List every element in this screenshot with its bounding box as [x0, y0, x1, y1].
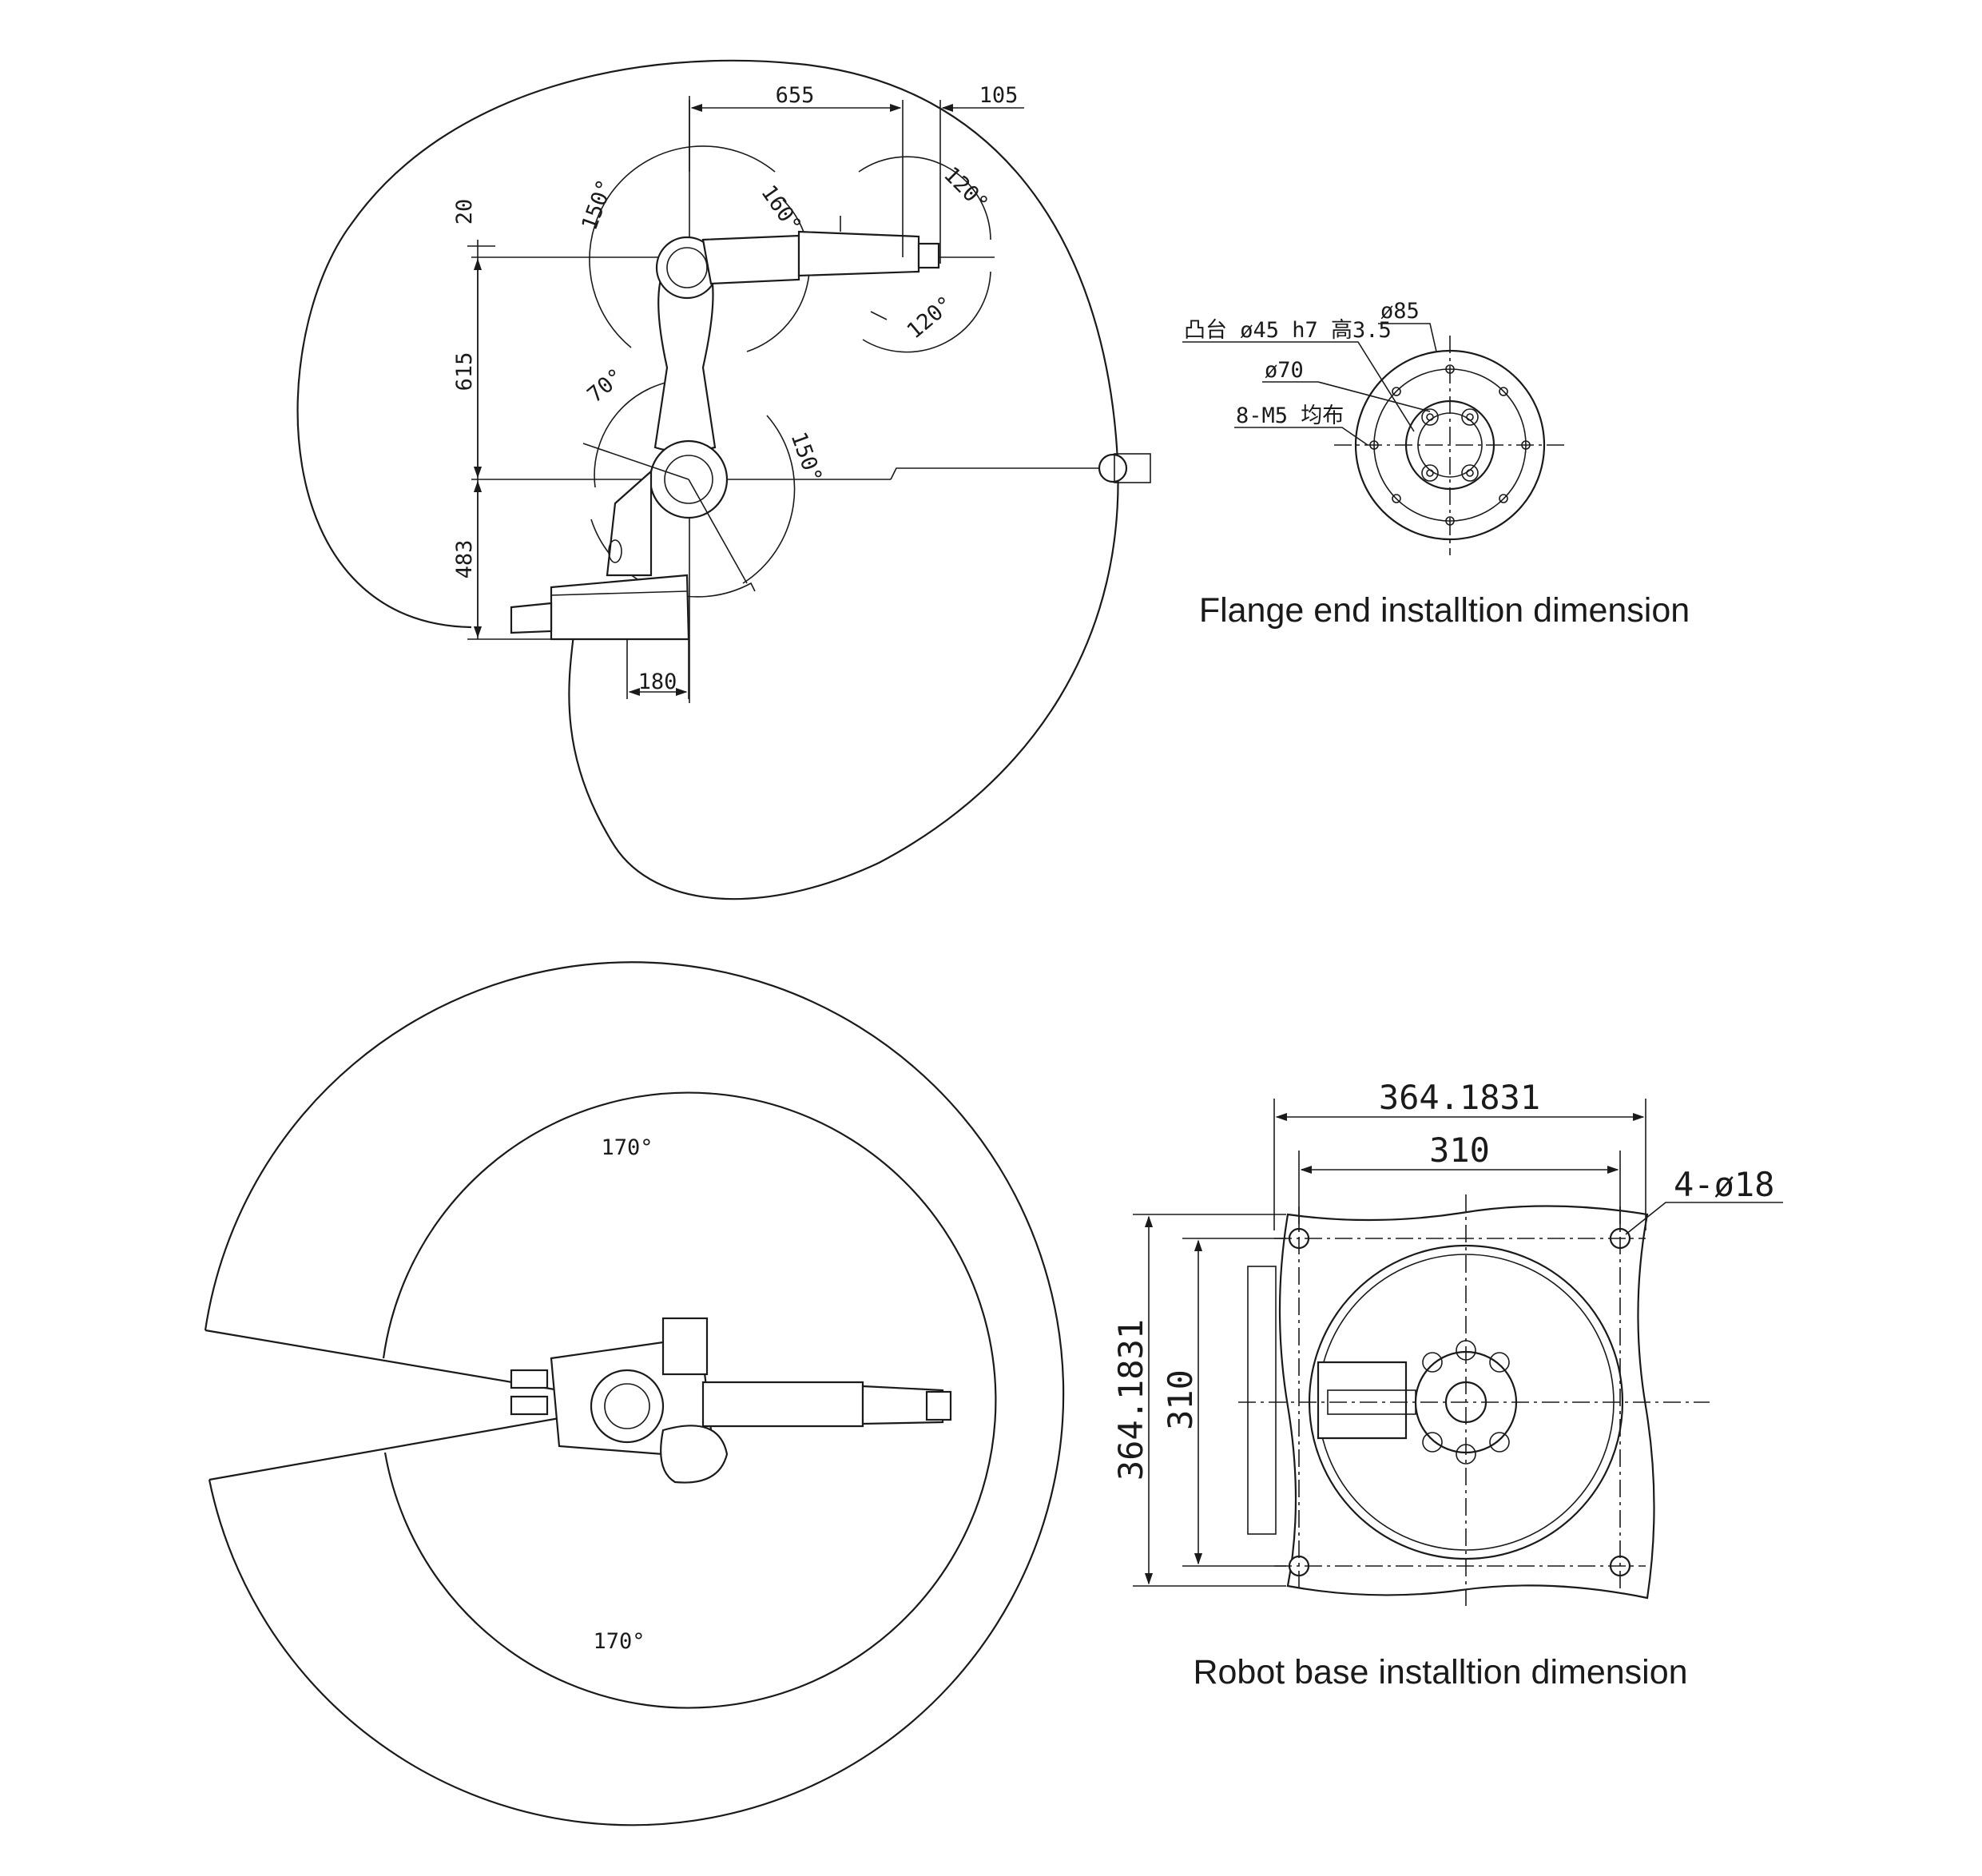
top-motor-block — [661, 1317, 709, 1376]
flange-inner-hole — [1421, 408, 1439, 426]
base-ring-hole — [1422, 1432, 1443, 1453]
top-joint-inner — [604, 1383, 650, 1429]
base-ring-hole — [1489, 1432, 1510, 1453]
flange-d70-label: ø70 — [1265, 358, 1304, 383]
flange-inner-hole — [1426, 469, 1434, 477]
flange-inner-hole — [1461, 464, 1479, 482]
flange-hole — [1499, 494, 1508, 503]
forearm — [701, 234, 800, 285]
dim-364-v-label: 364.1831 — [1111, 1319, 1150, 1481]
dim-310-h-label: 310 — [1429, 1131, 1490, 1170]
dim-180-label: 180 — [638, 670, 677, 694]
base-ring-hole — [1422, 1352, 1443, 1373]
dim-310-v-label: 310 — [1161, 1369, 1200, 1430]
base-view: 364.1831 310 364.1831 310 4-ø18 Robot ba… — [1111, 1078, 1783, 1691]
flange-hole — [1499, 387, 1508, 396]
flange-inner-hole — [1461, 408, 1479, 426]
flange-d45-label: 凸台 ø45 h7 高3.5 — [1184, 318, 1392, 343]
top-wrist — [861, 1385, 944, 1425]
flange-inner-hole — [1426, 413, 1434, 421]
shoulder-housing — [606, 469, 653, 577]
flange-hole — [1369, 440, 1379, 450]
wrist-flange — [917, 242, 940, 269]
top-envelope-edge-upper — [205, 1329, 560, 1392]
base-plate-outline — [1278, 1205, 1655, 1600]
flange-inner-hole — [1466, 469, 1474, 477]
leader-d45 — [1182, 341, 1415, 432]
base-cable-port — [1317, 1361, 1408, 1440]
base-caption: Robot base installtion dimension — [1193, 1653, 1687, 1691]
reach-extension-line — [890, 467, 1106, 480]
wrist-arc-upper — [858, 156, 991, 240]
flange-view: ø85 凸台 ø45 h7 高3.5 ø70 8-M5 均布 Flange en… — [1182, 299, 1690, 630]
leader-holes — [1625, 1202, 1783, 1235]
dim-105-label: 105 — [979, 83, 1019, 108]
base-line-1 — [550, 590, 688, 596]
j3-range-arc-right — [746, 199, 811, 352]
top-connector-1 — [510, 1369, 549, 1389]
angle-160: 160° — [756, 181, 806, 237]
dim-20-label: 20 — [452, 199, 477, 225]
side-work-envelope — [296, 59, 1119, 900]
top-counterweight — [660, 1425, 729, 1484]
leader-d85 — [1378, 323, 1437, 352]
j2-outer-arc — [742, 415, 796, 584]
flange-inner-hole — [1421, 464, 1439, 482]
angle-70: 70° — [583, 364, 629, 407]
top-envelope-edge-lower — [209, 1417, 560, 1481]
angle-120-bottom: 120° — [903, 292, 959, 344]
shoulder-cover — [608, 539, 622, 563]
j3-angle-line — [688, 479, 748, 584]
shoulder-joint-inner — [664, 455, 713, 504]
top-view: 170° 170° — [204, 961, 1065, 1826]
leader-d70 — [1262, 381, 1431, 412]
j3-range-arc — [589, 145, 776, 348]
flange-d85-label: ø85 — [1380, 299, 1420, 324]
leader-m5 — [1234, 427, 1368, 446]
robot-base — [550, 574, 690, 641]
top-tool — [925, 1390, 952, 1421]
angle-150-lower: 150° — [785, 429, 826, 487]
top-outer-envelope — [204, 961, 1065, 1826]
flange-hole — [1445, 364, 1455, 374]
top-forearm — [701, 1381, 864, 1428]
top-joint-circle — [590, 1369, 665, 1444]
elbow-joint-inner — [666, 247, 708, 288]
cable-connector — [510, 602, 553, 634]
base-ring-hole — [1489, 1352, 1510, 1373]
flange-hole — [1392, 387, 1401, 396]
side-view: 655 105 20 615 483 180 150° 160° 120° 12… — [296, 59, 1151, 900]
wrist-arc-lower — [862, 271, 991, 353]
flange-m5-label: 8-M5 均布 — [1236, 403, 1344, 428]
top-inner-envelope — [382, 1091, 997, 1709]
base-holes-label: 4-ø18 — [1674, 1165, 1774, 1204]
wrist-housing — [797, 230, 920, 277]
dim-615-label: 615 — [452, 352, 477, 391]
base-plate-inset — [1247, 1266, 1277, 1535]
top-angle-label: 170° — [601, 1135, 653, 1160]
flange-hole — [1521, 440, 1531, 450]
dim-364-h-label: 364.1831 — [1379, 1078, 1540, 1117]
bottom-angle-label: 170° — [593, 1629, 645, 1654]
dim-655-label: 655 — [776, 83, 815, 108]
j5-range-arc — [870, 311, 888, 320]
flange-caption: Flange end installtion dimension — [1199, 591, 1690, 630]
reach-tool-body — [1114, 453, 1151, 483]
flange-hole — [1445, 516, 1455, 526]
j2-angle-line — [582, 443, 689, 480]
reach-tool-point — [1098, 453, 1128, 483]
dim-483-label: 483 — [452, 540, 477, 579]
flange-inner-hole — [1466, 413, 1474, 421]
top-connector-2 — [510, 1395, 549, 1416]
angle-150-top: 150° — [577, 177, 618, 234]
flange-hole — [1392, 494, 1401, 503]
